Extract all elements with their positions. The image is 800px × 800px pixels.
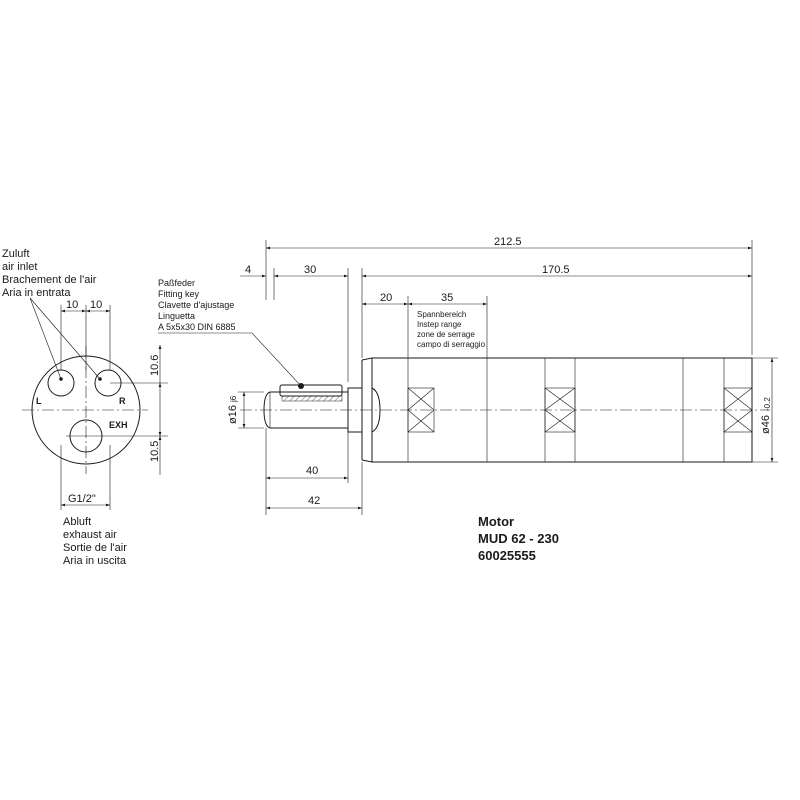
inlet-leader-dot-right [98,377,102,381]
product-number: 60025555 [478,548,536,563]
fitting-key-label-it: Linguetta [158,311,195,321]
air-inlet-label-it: Aria in entrata [2,287,71,299]
fitting-key-leader-dot [298,383,304,389]
fitting-key-label-fr: Clavette d'ajustage [158,300,234,310]
dim-body-diameter: ø46 [760,415,772,434]
dim-thread: G1/2" [68,493,96,505]
dim-body-length: 170.5 [542,264,570,276]
fitting-key [279,384,343,397]
dim-shaft-diameter: ø16 [227,405,239,424]
dim-shaft-diameter-group: ø16 j6 [227,395,239,424]
clamp-range-label-en: Instep range [417,320,462,329]
air-inlet-label-fr: Brachement de l'air [2,274,97,286]
dim-body-diameter-group: ø46 -0.2 [760,397,772,434]
inlet-port-left [47,369,75,397]
dim-shaft-tolerance: j6 [229,395,238,403]
dim-inlet-spacing-right: 10 [90,299,102,311]
clamp-range-label-fr: zone de serrage [417,330,475,339]
exhaust-label-fr: Sortie de l'air [63,542,127,554]
exhaust-label-de: Abluft [63,516,91,528]
port-label-left: L [36,396,42,406]
product-model: MUD 62 - 230 [478,531,559,546]
port-label-exhaust: EXH [109,420,128,430]
fitting-key-label-en: Fitting key [158,289,200,299]
fitting-key-label-de: Paßfeder [158,278,195,288]
dim-key-length: 30 [304,264,316,276]
end-view: Zuluft air inlet Brachement de l'air Ari… [2,248,168,567]
air-inlet-label-en: air inlet [2,261,37,273]
dim-body-tolerance: -0.2 [763,397,772,411]
dim-total-length: 212.5 [494,236,522,248]
dim-lower-offset: 10.5 [149,441,161,462]
side-view: 212.5 4 30 170.5 20 35 Spannbereich Inst… [158,236,778,563]
fitting-key-spec: A 5x5x30 DIN 6885 [158,322,236,332]
dim-clamp-start: 20 [380,292,392,304]
product-name: Motor [478,514,514,529]
dim-shaft-length-40: 40 [306,465,318,477]
exhaust-label-it: Aria in uscita [63,555,127,567]
fitting-key-leader [158,332,302,387]
air-inlet-label-de: Zuluft [2,248,30,260]
dim-shaft-length-42: 42 [308,495,320,507]
clamp-range-label-it: campo di serraggio [417,340,486,349]
dim-clamp-length: 35 [441,292,453,304]
inlet-leader-right [29,297,101,380]
dim-shaft-offset: 4 [245,264,251,276]
clamp-range-label-de: Spannbereich [417,310,466,319]
port-label-right: R [119,396,126,406]
inlet-leader-dot-left [59,377,63,381]
key-groove-hatch [281,395,343,402]
dim-inlet-spacing-left: 10 [66,299,78,311]
inlet-leader-left [29,297,62,380]
dim-upper-offset: 10.6 [149,355,161,376]
exhaust-label-en: exhaust air [63,529,117,541]
